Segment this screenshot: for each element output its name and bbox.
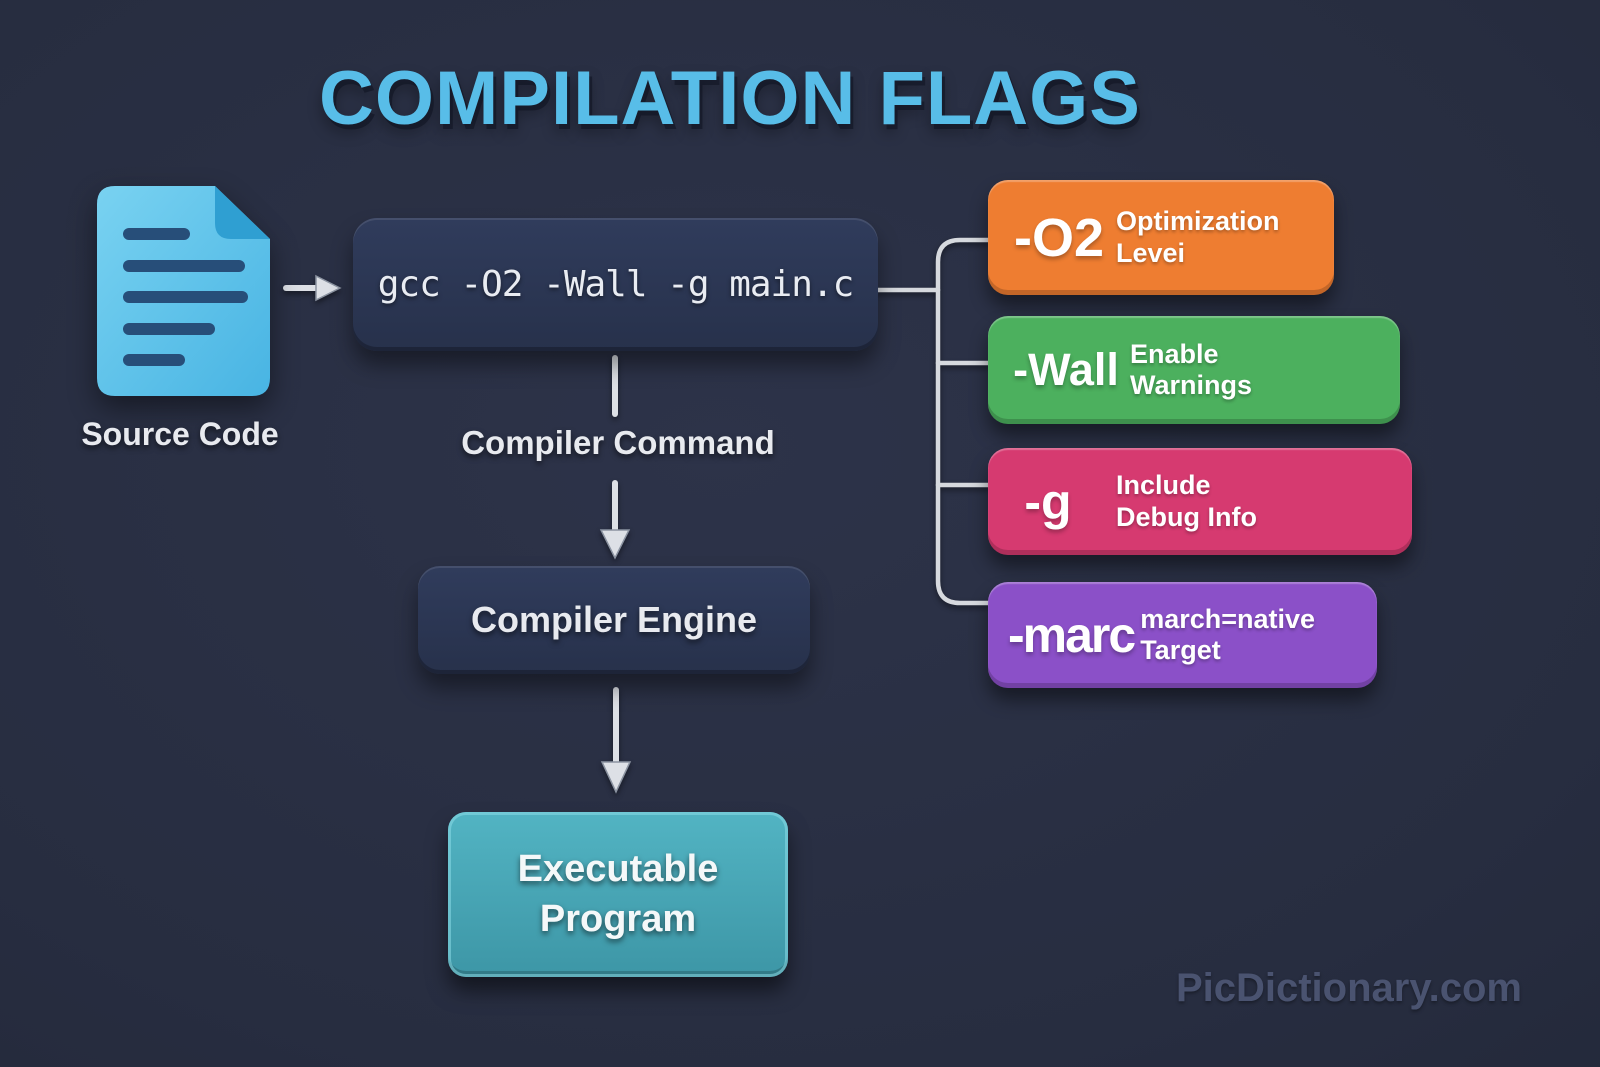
flag-desc-g: Include Debug Info [1116,470,1257,532]
compiler-command-box: gcc -O2 -Wall -g main.c [353,218,878,351]
page-title: COMPILATION FLAGS [319,56,1141,141]
flag-chip-g: -g Include Debug Info [988,448,1412,555]
flag-desc-march: march=native Target [1140,603,1316,665]
flag-code-Wall: -Wall [1013,344,1119,395]
flag-code-march: -marc [1008,607,1136,663]
executable-program-label: Executable Program [517,848,719,940]
flag-chip-O2: -O2 Optimization Levei [988,180,1334,295]
arrow-source-to-command [283,274,342,302]
executable-program-box: Executable Program [448,812,788,977]
flag-chip-march: -marc march=native Target [988,582,1377,688]
flag-code-O2: -O2 [1013,207,1105,268]
compiler-engine-label: Compiler Engine [470,599,758,640]
gcc-command-text: gcc -O2 -Wall -g main.c [377,264,854,305]
arrow-engine-to-output [600,687,632,794]
compiler-command-caption: Compiler Command [461,424,775,461]
compiler-engine-box: Compiler Engine [418,566,810,674]
source-code-file-icon [97,186,270,396]
source-code-label: Source Code [81,416,279,452]
arrow-caption-to-engine [599,480,631,560]
flag-chip-Wall: -Wall Enable Warnings [988,316,1400,424]
wire-spine [935,237,991,606]
document-text-lines [123,228,248,366]
watermark: PicDictionary.com [1175,966,1522,1010]
flag-desc-Wall: Enable Warnings [1130,338,1253,400]
flag-desc-O2: Optimization Levei [1116,206,1280,268]
document-fold [215,186,270,239]
flag-code-g: -g [1024,473,1072,530]
